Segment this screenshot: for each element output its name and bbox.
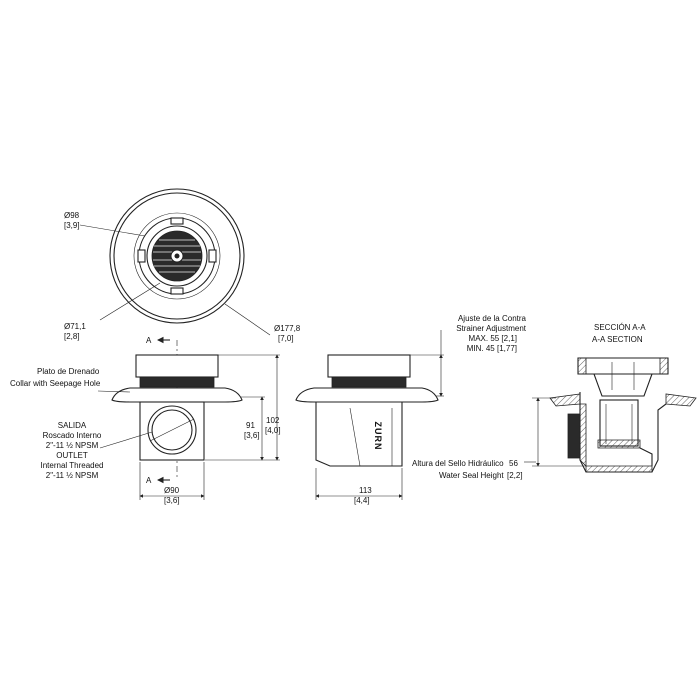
section-title-es: SECCIÓN A-A (594, 323, 646, 332)
dim-98-in: [3,9] (64, 221, 80, 230)
section-marker-top: A (146, 336, 152, 345)
dim-177-mm: Ø177,8 (274, 324, 301, 333)
dim-113-in: [4,4] (354, 496, 370, 505)
adjust-line: Strainer Adjustment (456, 324, 527, 333)
section-title-en: A-A SECTION (592, 335, 643, 344)
adjust-line: MAX. 55 [2,1] (469, 334, 517, 343)
section-view (524, 357, 697, 473)
front-view (97, 354, 280, 500)
dim-91-mm: 91 (246, 421, 255, 430)
outlet-line: 2"-11 ½ NPSM (46, 471, 99, 480)
outlet-line: 2"-11 ½ NPSM (46, 441, 99, 450)
outlet-line: SALIDA (58, 421, 87, 430)
dim-98-mm: Ø98 (64, 211, 80, 220)
dim-91-in: [3,6] (244, 431, 260, 440)
adjust-line: MIN. 45 [1,77] (467, 344, 517, 353)
side-view (295, 330, 444, 500)
strainer-adjustment-label: Ajuste de la Contra Strainer Adjustment … (456, 314, 527, 353)
outlet-line: Roscado Interno (43, 431, 102, 440)
outlet-label: SALIDA Roscado Interno 2"-11 ½ NPSM OUTL… (40, 421, 103, 480)
seal-label-es: Altura del Sello Hidráulico (412, 459, 504, 468)
dim-102-mm: 102 (266, 416, 280, 425)
collar-label-en: Collar with Seepage Hole (10, 379, 101, 388)
outlet-line: OUTLET (56, 451, 88, 460)
outlet-line: Internal Threaded (40, 461, 103, 470)
dim-177-in: [7,0] (278, 334, 294, 343)
seal-dim-mm: 56 (509, 459, 518, 468)
dim-90-in: [3,6] (164, 496, 180, 505)
dim-71-in: [2,8] (64, 332, 80, 341)
dim-113-mm: 113 (359, 486, 372, 495)
adjust-line: Ajuste de la Contra (458, 314, 527, 323)
collar-label-es: Plato de Drenado (37, 367, 100, 376)
seal-label-en: Water Seal Height (439, 471, 504, 480)
dim-102-in: [4,0] (265, 426, 281, 435)
brand-mark: ZURN (373, 422, 383, 451)
seal-dim-in: [2,2] (507, 471, 523, 480)
dim-90-mm: Ø90 (164, 486, 180, 495)
section-marker-bottom: A (146, 476, 152, 485)
dim-71-mm: Ø71,1 (64, 322, 86, 331)
